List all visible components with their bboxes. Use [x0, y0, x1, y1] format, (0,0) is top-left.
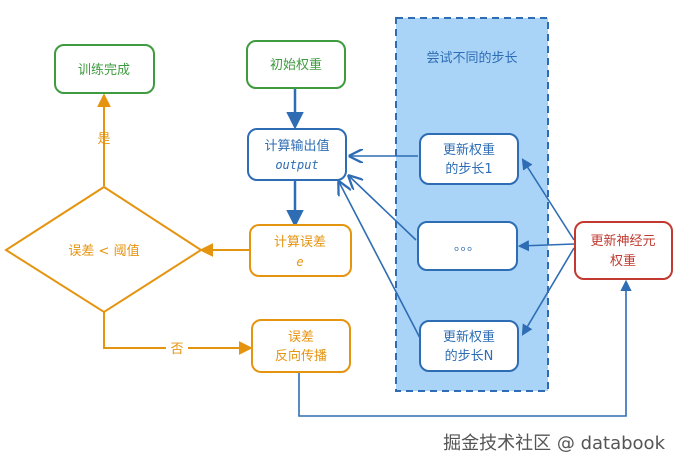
node-step-1: 更新权重 的步长1 [419, 133, 519, 185]
node-step-n-line1: 更新权重 [443, 329, 495, 345]
edge-stepN-to-output [339, 182, 421, 339]
node-step-1-line2: 的步长1 [445, 161, 492, 177]
node-train-done-label: 训练完成 [78, 63, 130, 78]
node-step-ellipsis-label: 。。。 [454, 239, 480, 254]
node-compute-output: 计算输出值 output [247, 128, 347, 181]
node-step-1-line1: 更新权重 [443, 142, 495, 158]
node-decision-label: 误差 < 阈值 [68, 243, 139, 259]
edge-update-to-ellipsis [517, 240, 575, 252]
node-step-ellipsis: 。。。 [417, 221, 518, 271]
node-init-weights-label: 初始权重 [270, 57, 322, 73]
edge-no-label-bg [166, 338, 188, 358]
node-backprop-line2: 反向传播 [275, 348, 327, 364]
edge-ellipsis-to-output [349, 176, 417, 241]
step-size-panel-title: 尝试不同的步长 [426, 50, 517, 66]
node-compute-error-sub: e [296, 255, 303, 269]
node-backprop: 误差 反向传播 [251, 319, 351, 373]
node-compute-error-label: 计算误差 [274, 235, 326, 250]
node-update-weights-line2: 权重 [610, 253, 636, 269]
node-update-weights: 更新神经元 权重 [574, 221, 673, 280]
node-compute-error: 计算误差 e [249, 224, 352, 277]
node-compute-output-label: 计算输出值 [264, 138, 329, 154]
edge-yes-label: 是 [97, 132, 110, 147]
node-step-n: 更新权重 的步长N [419, 320, 519, 372]
edge-update-to-stepN [521, 247, 575, 336]
edge-no-label: 否 [170, 342, 183, 357]
watermark: 掘金技术社区 @ databook [443, 433, 665, 454]
node-train-done: 训练完成 [54, 44, 155, 94]
node-update-weights-line1: 更新神经元 [590, 233, 655, 249]
edge-decision-to-backprop [103, 312, 253, 355]
node-decision: 误差 < 阈值 [4, 185, 203, 314]
node-backprop-line1: 误差 [288, 330, 314, 345]
node-step-n-line2: 的步长N [445, 348, 494, 364]
edge-backprop-to-update [298, 279, 632, 417]
node-init-weights: 初始权重 [246, 40, 346, 89]
node-compute-output-sub: output [275, 158, 318, 172]
edge-update-to-step1 [521, 158, 575, 241]
